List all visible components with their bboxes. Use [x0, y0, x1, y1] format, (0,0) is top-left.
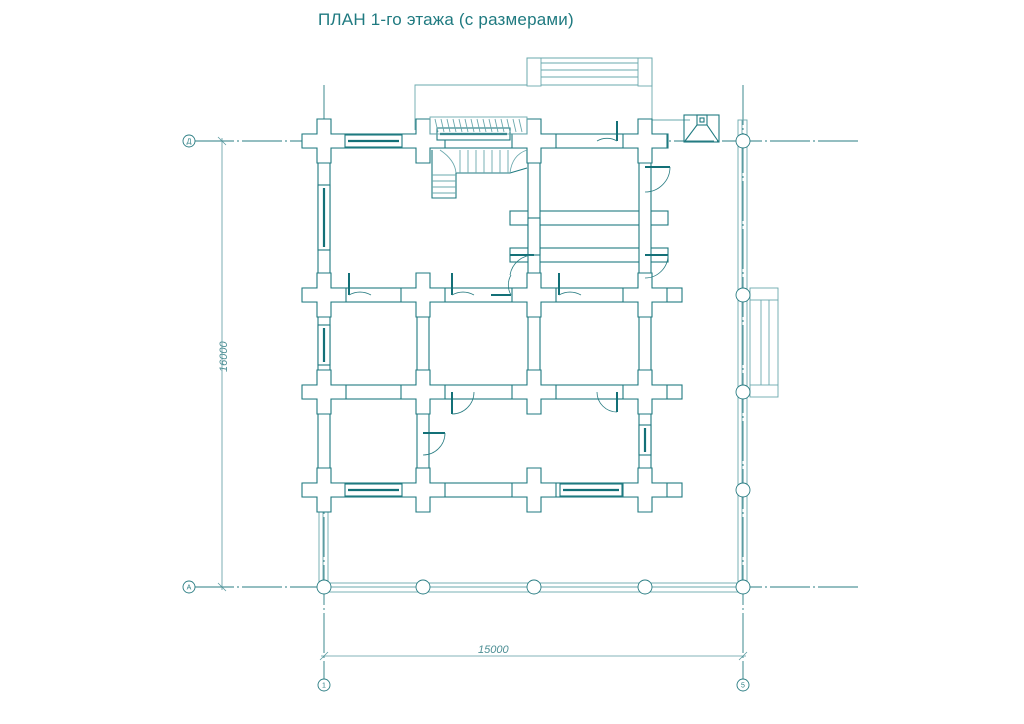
- log-cross: [400, 369, 446, 415]
- post: [735, 482, 751, 498]
- stair-tread: [464, 118, 469, 133]
- door-swing: [451, 391, 475, 415]
- log-cross: [400, 272, 446, 318]
- door-swing: [422, 432, 446, 456]
- terrace-posts: [316, 133, 751, 595]
- log-cross: [301, 467, 347, 513]
- log-cross: [511, 369, 557, 415]
- stair-tread: [440, 118, 445, 133]
- post: [735, 133, 751, 149]
- door-swing: [596, 137, 618, 142]
- openings: [317, 121, 671, 497]
- door-swing: [644, 166, 671, 193]
- axis-bubble-col-1: 1: [317, 678, 331, 692]
- door-swing: [348, 291, 372, 296]
- log-cross: [622, 272, 668, 318]
- drawing-title: ПЛАН 1-го этажа (с размерами): [318, 10, 574, 29]
- door-swing: [644, 254, 669, 279]
- log-cross: [622, 467, 668, 513]
- wall-horizontal: [509, 210, 669, 226]
- axis-bubble-col-5: 5: [736, 678, 750, 692]
- stair-tread: [482, 118, 487, 133]
- log-cross: [622, 118, 668, 164]
- log-cross: [511, 272, 557, 318]
- post: [316, 579, 332, 595]
- entrance-porch: [414, 57, 690, 130]
- post: [735, 287, 751, 303]
- stair-tread: [446, 118, 451, 133]
- axis-label-col-5: 5: [741, 683, 745, 690]
- log-cross: [622, 369, 668, 415]
- door-swing: [509, 254, 535, 276]
- door-swing: [507, 274, 512, 296]
- stair-tread: [476, 118, 481, 133]
- stair-tread: [470, 118, 475, 133]
- stair-tread: [512, 118, 517, 133]
- door-swing: [451, 291, 475, 296]
- log-corner-crosses: [301, 118, 668, 513]
- stove: [683, 114, 720, 143]
- log-cross: [301, 369, 347, 415]
- post: [637, 579, 653, 595]
- side-stairs: [749, 287, 779, 398]
- stair-tread: [500, 118, 505, 133]
- axis-label-row-a: А: [187, 585, 192, 592]
- stair-tread: [434, 118, 439, 133]
- axis-bubble-row-a: А: [182, 580, 196, 594]
- post: [735, 384, 751, 400]
- log-cross: [511, 118, 557, 164]
- post: [526, 579, 542, 595]
- log-cross: [511, 467, 557, 513]
- stair-tread: [458, 118, 463, 133]
- stair-tread: [488, 118, 493, 133]
- dimension-label-vertical: 16000: [218, 341, 230, 372]
- log-cross: [301, 118, 347, 164]
- post: [735, 579, 751, 595]
- stair-tread: [518, 118, 523, 133]
- log-cross: [400, 467, 446, 513]
- dimension-vertical: 16000: [217, 136, 230, 592]
- dimension-horizontal: 15000: [319, 644, 748, 661]
- log-walls: [302, 119, 683, 511]
- stair-tread: [506, 118, 511, 133]
- dimension-label-horizontal: 15000: [478, 644, 509, 656]
- axis-bubble-row-d: Д: [182, 134, 196, 148]
- stair-tread: [494, 118, 499, 133]
- axis-label-row-d: Д: [187, 139, 192, 146]
- wall-vertical: [527, 217, 541, 256]
- log-cross: [301, 272, 347, 318]
- interior-staircase: [429, 116, 528, 199]
- log-cross: [400, 118, 446, 164]
- door-swing: [596, 391, 618, 413]
- wall-vertical: [527, 140, 541, 393]
- stair-tread: [452, 118, 457, 133]
- post: [415, 579, 431, 595]
- door-swing: [558, 291, 582, 296]
- axis-label-col-1: 1: [322, 683, 326, 690]
